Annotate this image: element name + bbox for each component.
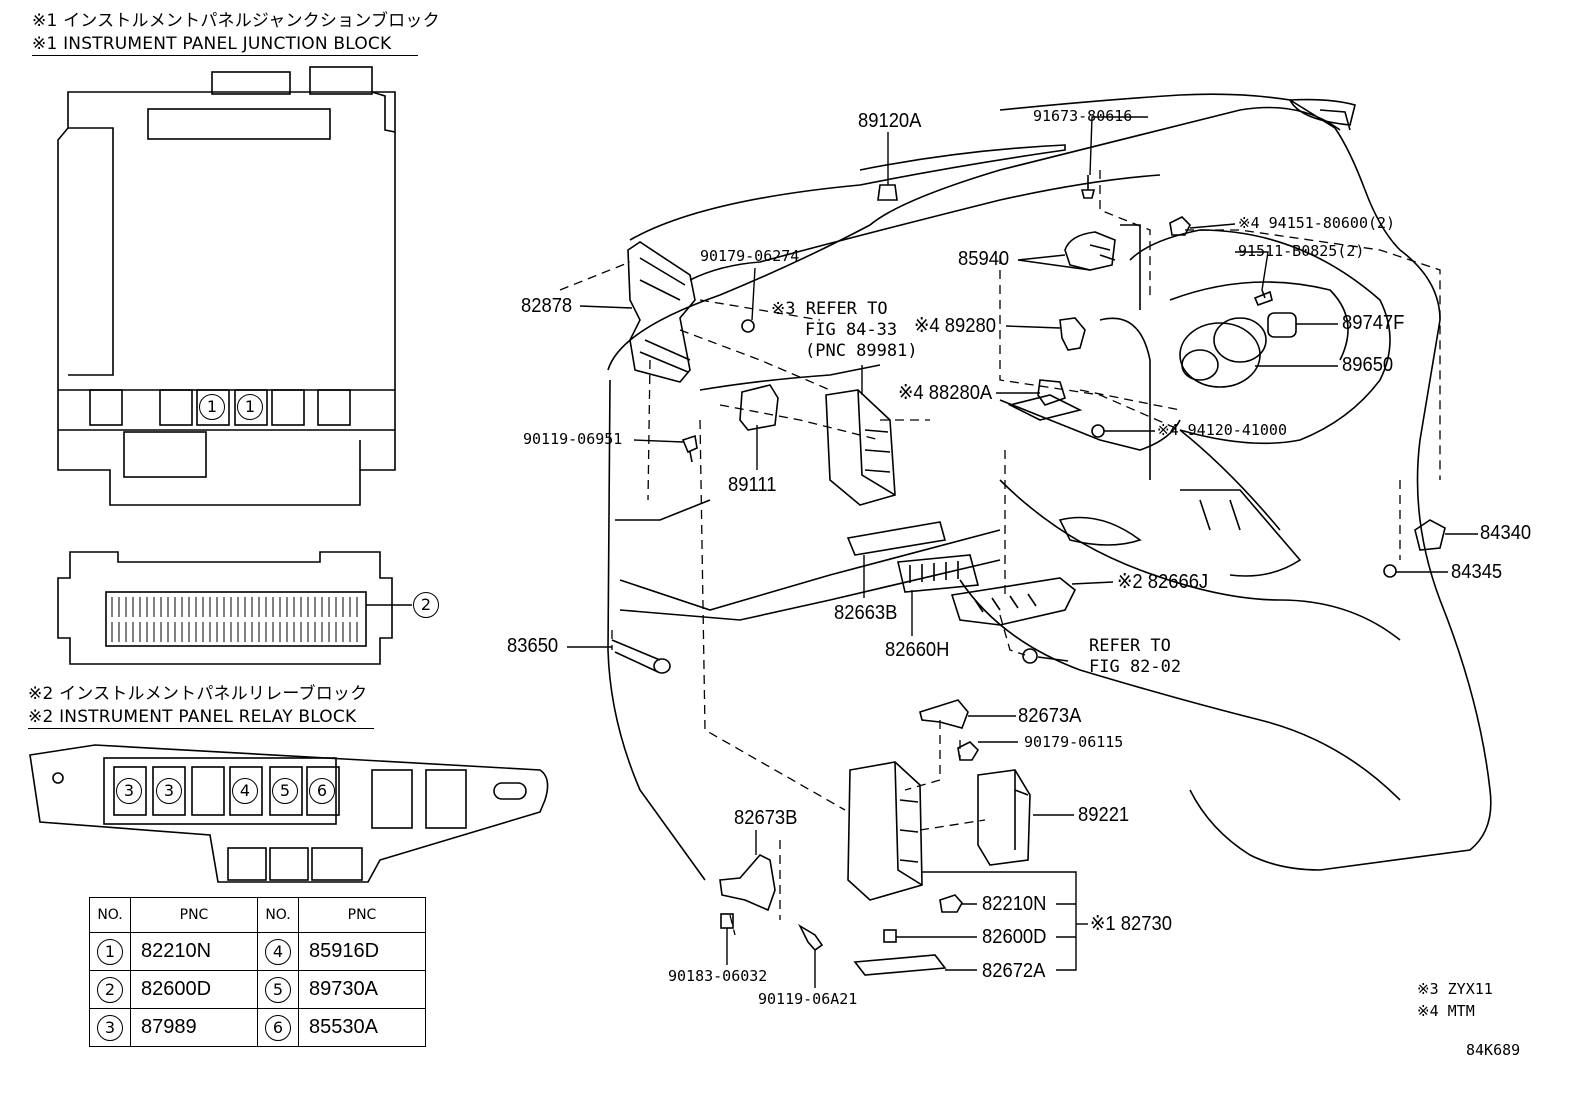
col-pnc: PNC <box>130 897 258 933</box>
row-number: 1 <box>97 938 123 965</box>
part-label-84340[interactable]: 84340 <box>1480 522 1532 544</box>
callout-1: 1 <box>199 394 225 420</box>
part-label-90119-06951[interactable]: 90119-06951 <box>523 430 623 448</box>
refer-fig: FIG 84-33 <box>805 320 898 340</box>
part-label-82730[interactable]: ※1 82730 <box>1090 913 1172 935</box>
refer-text: REFER TO <box>1089 636 1171 656</box>
part-label-90179-06115[interactable]: 90179-06115 <box>1024 733 1124 751</box>
row-number: 4 <box>265 938 291 965</box>
dashboard-drawing <box>607 93 1492 881</box>
row-number: 2 <box>97 976 123 1003</box>
part-label-84345[interactable]: 84345 <box>1451 561 1503 583</box>
table-row: 1 82210N 4 85916D <box>89 932 426 971</box>
callout-2: 2 <box>413 592 439 618</box>
part-label-90119-06a21[interactable]: 90119-06A21 <box>758 990 858 1008</box>
part-label-89747f[interactable]: 89747F <box>1342 312 1405 334</box>
part-label-89221[interactable]: 89221 <box>1078 804 1130 826</box>
refer-text: REFER TO <box>805 299 888 319</box>
part-label-90179-06274[interactable]: 90179-06274 <box>700 247 800 265</box>
part-label-82663b[interactable]: 82663B <box>834 602 898 624</box>
callout-4: 4 <box>232 778 258 804</box>
part-label-88280a[interactable]: ※4 88280A <box>898 382 993 404</box>
pnc-value: 82600D <box>130 970 258 1009</box>
callout-5: 5 <box>272 778 298 804</box>
part-label-91511-b0825[interactable]: 91511-B0825(2) <box>1238 242 1365 260</box>
part-label-91673-80616[interactable]: 91673-80616 <box>1033 107 1133 125</box>
leader-lines <box>567 116 1478 988</box>
junction-block-title-jp: ※1 インストルメントパネルジャンクションブロック <box>32 11 440 31</box>
part-label-82600d[interactable]: 82600D <box>982 926 1047 948</box>
part-label-82666j[interactable]: ※2 82666J <box>1117 571 1209 593</box>
pnc-value: 87989 <box>130 1008 258 1047</box>
col-no: NO. <box>257 897 299 933</box>
phantom-lines <box>559 170 1441 936</box>
row-number: 6 <box>265 1014 291 1041</box>
table-row: 2 82600D 5 89730A <box>89 970 426 1009</box>
part-label-82210n[interactable]: 82210N <box>982 893 1047 915</box>
figure-id: 84K689 <box>1466 1041 1521 1059</box>
refer-pnc: (PNC 89981) <box>805 341 918 361</box>
callout-6: 6 <box>309 778 335 804</box>
part-label-89111[interactable]: 89111 <box>728 474 777 496</box>
part-label-83650[interactable]: 83650 <box>507 635 559 657</box>
footnote-mtm: ※4 MTM <box>1417 1002 1475 1020</box>
part-label-89120a[interactable]: 89120A <box>858 110 922 132</box>
callout-3: 3 <box>156 778 182 804</box>
table-row: 3 87989 6 85530A <box>89 1008 426 1047</box>
refer-prefix: ※3 <box>771 299 796 319</box>
junction-block-title-en: ※1 INSTRUMENT PANEL JUNCTION BLOCK <box>32 36 418 56</box>
row-number: 5 <box>265 976 291 1003</box>
pnc-value: 85530A <box>298 1008 426 1047</box>
part-label-89280[interactable]: ※4 89280 <box>914 315 996 337</box>
part-label-94151-80600[interactable]: ※4 94151-80600(2) <box>1238 214 1396 232</box>
relay-block-drawing <box>29 744 549 883</box>
part-label-89650[interactable]: 89650 <box>1342 354 1394 376</box>
pnc-table-header: NO. PNC NO. PNC <box>89 897 426 933</box>
refer-note-fig-84-33: ※3 REFER TO FIG 84-33 (PNC 89981) <box>771 299 918 362</box>
col-pnc: PNC <box>298 897 426 933</box>
pnc-value: 85916D <box>298 932 426 971</box>
part-label-94120-41000[interactable]: ※4 94120-41000 <box>1157 421 1287 439</box>
part-label-90183-06032[interactable]: 90183-06032 <box>668 967 768 985</box>
part-label-82672a[interactable]: 82672A <box>982 960 1046 982</box>
relay-block-title-en: ※2 INSTRUMENT PANEL RELAY BLOCK <box>28 709 374 729</box>
junction-block-drawing <box>57 66 396 506</box>
col-no: NO. <box>89 897 131 933</box>
footnote-zyx11: ※3 ZYX11 <box>1417 980 1493 998</box>
pnc-value: 82210N <box>130 932 258 971</box>
refer-note-fig-82-02: REFER TO FIG 82-02 <box>1089 636 1181 678</box>
refer-fig: FIG 82-02 <box>1089 657 1182 677</box>
callout-1: 1 <box>237 394 263 420</box>
connector-block-drawing <box>57 551 412 665</box>
relay-block-title-jp: ※2 インストルメントパネルリレーブロック <box>28 684 368 704</box>
pnc-table: NO. PNC NO. PNC 1 82210N 4 85916D 2 8260… <box>89 897 426 1047</box>
part-label-82878[interactable]: 82878 <box>521 295 573 317</box>
part-label-82673b[interactable]: 82673B <box>734 807 798 829</box>
part-label-85940[interactable]: 85940 <box>958 248 1010 270</box>
part-label-82660h[interactable]: 82660H <box>885 639 950 661</box>
part-label-82673a[interactable]: 82673A <box>1018 705 1082 727</box>
callout-3: 3 <box>116 778 142 804</box>
component-sketches <box>611 175 1446 976</box>
pnc-value: 89730A <box>298 970 426 1009</box>
row-number: 3 <box>97 1014 123 1041</box>
